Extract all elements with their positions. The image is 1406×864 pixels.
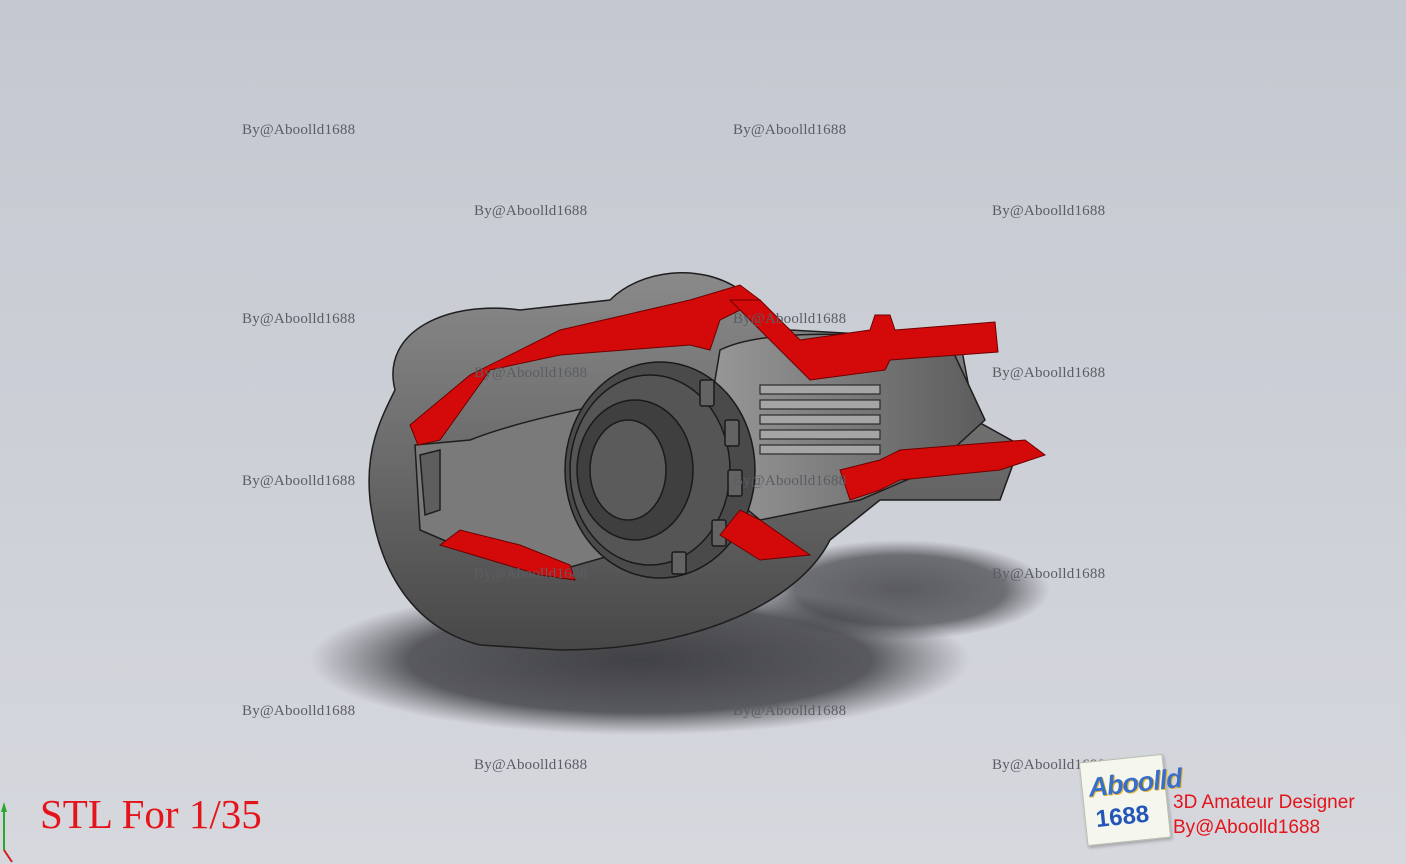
watermark-text: By@Aboolld1688 — [474, 757, 588, 773]
watermark-text: By@Aboolld1688 — [733, 122, 847, 138]
watermark-text: By@Aboolld1688 — [474, 203, 588, 219]
watermark-text: By@Aboolld1688 — [733, 703, 847, 719]
ring-nut — [564, 361, 756, 579]
watermark-text: By@Aboolld1688 — [242, 703, 356, 719]
designer-credit: 3D Amateur Designer By@Aboolld1688 — [1173, 790, 1355, 840]
stl-caption: STL For 1/35 — [40, 791, 262, 837]
watermark-text: By@Aboolld1688 — [242, 122, 356, 138]
logo-line-2: 1688 — [1094, 800, 1151, 834]
designer-logo: Aboolld 1688 — [1078, 753, 1183, 847]
watermark-text: By@Aboolld1688 — [733, 311, 847, 327]
watermark-text: By@Aboolld1688 — [242, 473, 356, 489]
watermark-text: By@Aboolld1688 — [474, 365, 588, 381]
section-cut-faces — [409, 284, 1047, 581]
watermark-text: By@Aboolld1688 — [992, 203, 1106, 219]
watermark-text: By@Aboolld1688 — [992, 757, 1106, 773]
watermark-text: By@Aboolld1688 — [474, 566, 588, 582]
watermark-text: By@Aboolld1688 — [992, 566, 1106, 582]
designer-title: 3D Amateur Designer — [1173, 792, 1355, 813]
axis-triad-icon[interactable] — [0, 800, 14, 864]
designer-handle: By@Aboolld1688 — [1173, 817, 1321, 838]
watermark-text: By@Aboolld1688 — [992, 365, 1106, 381]
watermark-text: By@Aboolld1688 — [733, 473, 847, 489]
watermark-text: By@Aboolld1688 — [242, 311, 356, 327]
